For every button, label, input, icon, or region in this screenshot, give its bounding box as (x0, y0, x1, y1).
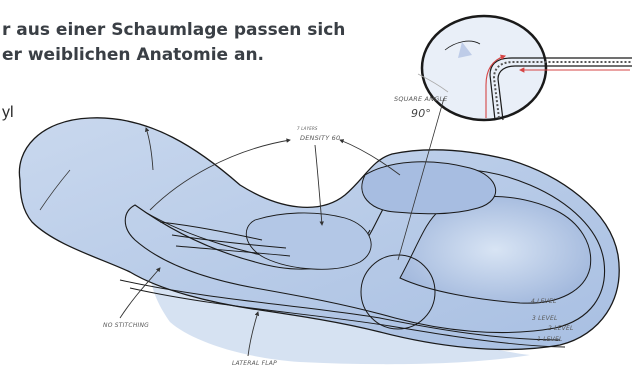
density-label: DENSITY 60 (300, 134, 340, 142)
layers-label: 7 LAYERS (297, 126, 318, 131)
lateral-flap-label: LATERAL FLAP (232, 360, 277, 367)
level-2-label: 2 LEVEL (548, 325, 574, 332)
angle-value-label: 90° (411, 107, 431, 120)
zoom-inset (418, 16, 632, 120)
no-stitching-label: NO STITCHING (103, 322, 149, 329)
level-4-label: 4 LEVEL (531, 298, 557, 305)
level-1-label: 1 LEVEL (537, 336, 563, 343)
pad-rear-cushion (362, 162, 496, 214)
square-angle-label: SQUARE ANGLE (394, 95, 448, 103)
level-3-label: 3 LEVEL (532, 315, 558, 322)
